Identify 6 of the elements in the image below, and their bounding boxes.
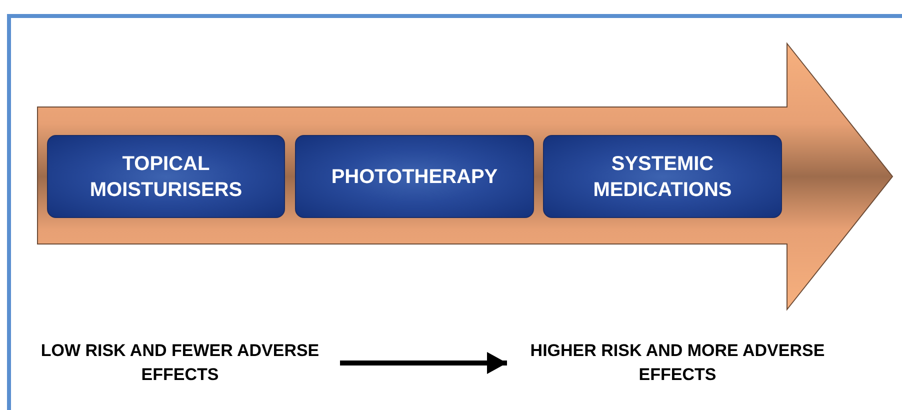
treatment-box: PHOTOTHERAPY — [295, 135, 534, 218]
risk-label: HIGHER RISK AND MORE ADVERSE EFFECTS — [529, 340, 826, 386]
arrow — [340, 352, 507, 374]
risk-label: LOW RISK AND FEWER ADVERSE EFFECTS — [40, 340, 320, 386]
treatment-box: TOPICAL MOISTURISERS — [47, 135, 285, 218]
treatment-box: SYSTEMIC MEDICATIONS — [543, 135, 782, 218]
